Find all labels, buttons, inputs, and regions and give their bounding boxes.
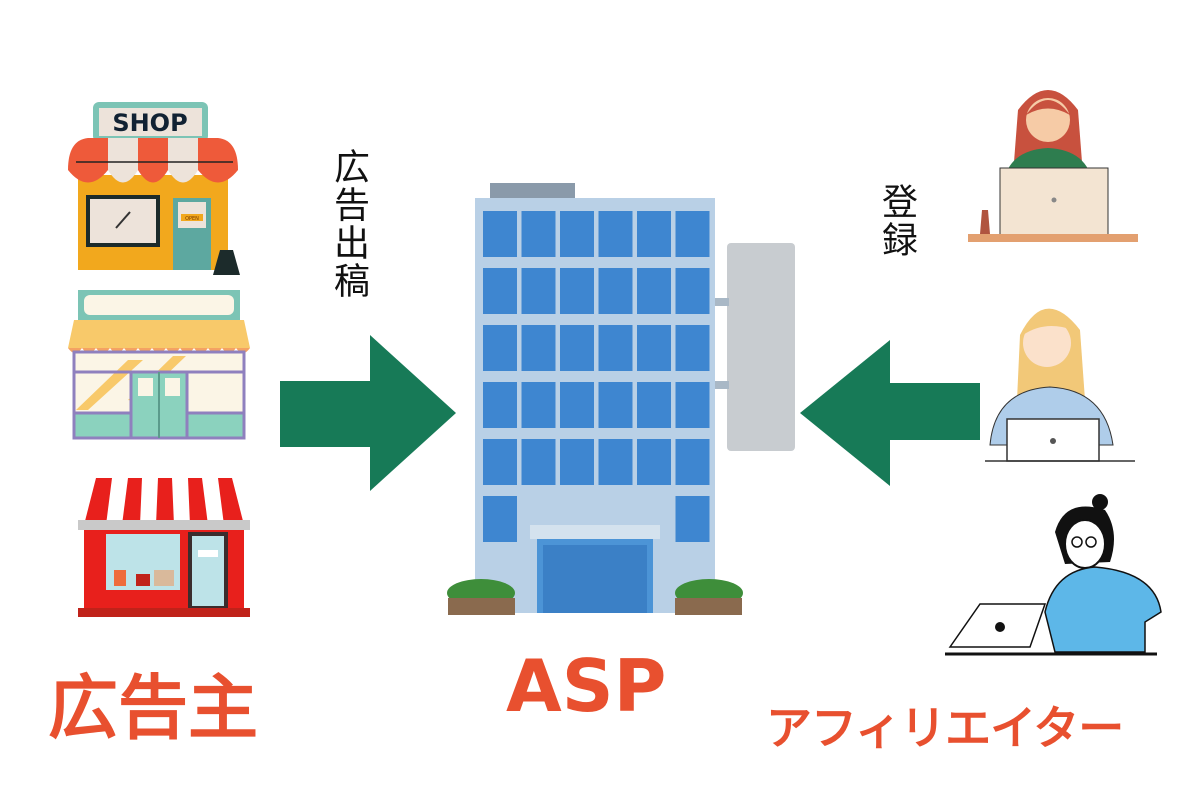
- building-window: [483, 439, 517, 485]
- ad-placement-label: 広告出稿: [328, 148, 369, 300]
- building-window: [483, 268, 517, 314]
- building-window: [637, 382, 671, 428]
- shop-red-icon: [78, 478, 250, 617]
- building-window: [675, 325, 710, 371]
- arrow-left-icon: [800, 340, 980, 486]
- building-window: [483, 496, 517, 542]
- building-window: [598, 439, 633, 485]
- building-window: [521, 268, 556, 314]
- building-window: [560, 439, 594, 485]
- building-window: [483, 211, 517, 257]
- building-window: [598, 325, 633, 371]
- building-window: [560, 268, 594, 314]
- building-icon: [447, 183, 795, 615]
- shop-icon: SHOP OPEN: [68, 102, 240, 275]
- building-window: [675, 439, 710, 485]
- building-window: [598, 382, 633, 428]
- shop-sign-text: SHOP: [112, 109, 187, 137]
- building-window: [521, 382, 556, 428]
- building-window: [560, 211, 594, 257]
- registration-label: 登録: [876, 183, 917, 259]
- building-window: [675, 211, 710, 257]
- advertiser-label: 広告主: [48, 667, 258, 749]
- open-sign-text: OPEN: [185, 216, 199, 222]
- building-window: [675, 382, 710, 428]
- building-window: [521, 325, 556, 371]
- affiliate-woman-blonde-icon: [985, 308, 1135, 462]
- building-window: [637, 268, 671, 314]
- asp-label: ASP: [506, 644, 667, 728]
- store-icon: [68, 290, 250, 440]
- affiliate-woman-glasses-icon: [945, 494, 1162, 656]
- building-window: [560, 382, 594, 428]
- affiliate-label: アフィリエイター: [766, 701, 1124, 755]
- building-window: [521, 439, 556, 485]
- building-window: [675, 268, 710, 314]
- building-window: [637, 325, 671, 371]
- building-window: [675, 496, 710, 542]
- building-window: [483, 325, 517, 371]
- building-window: [598, 211, 633, 257]
- affiliate-woman-laptop-icon: [968, 90, 1138, 242]
- building-window: [560, 325, 594, 371]
- building-window: [483, 382, 517, 428]
- building-window: [637, 439, 671, 485]
- building-window: [521, 211, 556, 257]
- building-window: [637, 211, 671, 257]
- building-window: [598, 268, 633, 314]
- arrow-right-icon: [280, 335, 456, 491]
